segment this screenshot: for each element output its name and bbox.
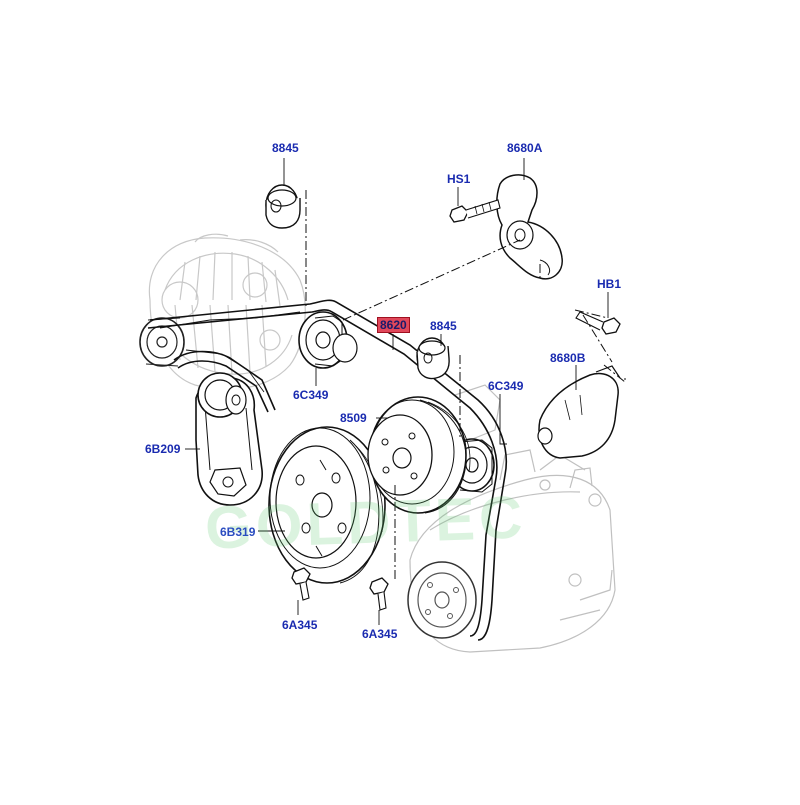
idler-cap-top (265, 184, 301, 229)
idler-pulley-mid-housing (332, 333, 358, 363)
bracket-8680b (537, 365, 621, 459)
part-label-hb1[interactable]: HB1 (597, 277, 622, 291)
idler-cap-mid (416, 337, 450, 380)
water-pump-pulley (367, 396, 471, 514)
part-label-6c349-left[interactable]: 6C349 (293, 388, 329, 402)
part-label-8620-highlighted[interactable]: 8620 (377, 317, 410, 333)
leader-lines (185, 158, 609, 625)
tensioner-bracket-8680a (496, 174, 563, 280)
belt-tensioner (195, 372, 263, 506)
part-label-8845-mid[interactable]: 8845 (430, 319, 457, 333)
assembly-lines (305, 190, 626, 580)
bolt-hb1 (575, 311, 621, 335)
compressor-clutch (407, 561, 477, 639)
part-label-6a345-right[interactable]: 6A345 (362, 627, 398, 641)
part-label-6a345-left[interactable]: 6A345 (282, 618, 318, 632)
part-label-8509[interactable]: 8509 (340, 411, 367, 425)
part-label-6b209[interactable]: 6B209 (145, 442, 181, 456)
part-label-8845-top[interactable]: 8845 (272, 141, 299, 155)
part-label-hs1[interactable]: HS1 (447, 172, 471, 186)
ac-compressor (409, 384, 616, 653)
part-label-8680b[interactable]: 8680B (550, 351, 586, 365)
bolt-6a345-right (369, 577, 389, 611)
part-label-6b319[interactable]: 6B319 (220, 525, 256, 539)
crankshaft-pulley (268, 426, 386, 584)
bolt-6a345-left (291, 567, 311, 601)
bolt-hs1 (449, 199, 501, 223)
part-label-8680a[interactable]: 8680A (507, 141, 543, 155)
part-label-6c349-right[interactable]: 6C349 (488, 379, 524, 393)
